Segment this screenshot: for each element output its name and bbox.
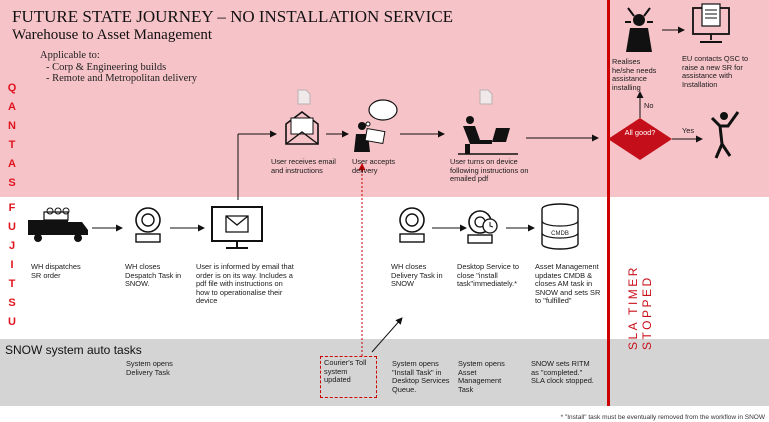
step-wh-dispatches: WH dispatches SR order xyxy=(31,262,81,280)
yes-label: Yes xyxy=(682,126,695,135)
applicable-to: Applicable to: - Corp & Engineering buil… xyxy=(40,50,197,85)
applicable-item: - Corp & Engineering builds xyxy=(46,61,167,73)
sla-timer-label: SLA TIMER STOPPED xyxy=(626,265,654,350)
snow-lane-label: SNOW system auto tasks xyxy=(5,343,142,357)
step-desktop-service: Desktop Service to close "install task"i… xyxy=(457,262,520,289)
step-user-informed: User is informed by email that order is … xyxy=(196,262,294,306)
person-laptop-icon xyxy=(458,116,518,155)
step-accepts-delivery: User accepts delivery xyxy=(352,157,396,175)
lane-letter: A xyxy=(8,158,16,170)
snow-lane xyxy=(0,339,769,406)
lane-letter: S xyxy=(8,177,16,189)
email-monitor-icon xyxy=(211,206,263,249)
cmdb-label: CMDB xyxy=(551,231,569,237)
lane-letter: S xyxy=(8,297,16,309)
lane-letter: Q xyxy=(7,82,17,94)
person-thinking-icon xyxy=(354,99,398,152)
step-turns-on-device: User turns on device following instructi… xyxy=(450,157,529,184)
lane-letter: T xyxy=(8,139,16,151)
snow-sets-ritm: SNOW sets RITM as "completed." SLA clock… xyxy=(531,359,594,386)
database-icon xyxy=(541,203,579,250)
step-wh-closes-delivery: WH closes Delivery Task in SNOW xyxy=(391,262,443,289)
decision-diamond xyxy=(608,118,672,160)
pdf-document-icon xyxy=(297,89,311,105)
decision-label: All good? xyxy=(624,128,656,137)
snow-opens-install: System opens "Install Task" in Desktop S… xyxy=(392,359,450,394)
courier-box: Courier's Toll system updated xyxy=(320,356,377,398)
lane-letter: U xyxy=(8,316,16,328)
step-asset-management: Asset Management updates CMDB & closes A… xyxy=(535,262,601,306)
lane-letter: A xyxy=(8,101,16,113)
lane-letter: U xyxy=(8,221,16,233)
step-realises-assistance: Realises he/she needs assistance install… xyxy=(612,57,657,92)
step-wh-closes-despatch: WH closes Despatch Task in SNOW. xyxy=(125,262,182,289)
lane-letter: F xyxy=(8,202,16,214)
pdf-document-icon xyxy=(479,89,493,105)
webcam-clock-icon xyxy=(467,210,498,244)
snow-courier-updated: Courier's Toll system updated xyxy=(324,358,367,385)
webcam-icon xyxy=(399,207,425,243)
lane-letter: T xyxy=(8,278,16,290)
snow-opens-am: System opens Asset Management Task xyxy=(458,359,505,394)
lane-letter: I xyxy=(10,259,14,271)
step-eu-contacts-qsc: EU contacts QSC to raise a new SR for as… xyxy=(682,54,749,89)
webcam-icon xyxy=(135,207,161,243)
diagram-title: FUTURE STATE JOURNEY – NO INSTALLATION S… xyxy=(12,7,454,26)
computer-form-icon xyxy=(692,3,730,43)
fujitsu-lane xyxy=(0,197,769,339)
lane-letter: J xyxy=(8,240,16,252)
footnote: * "Install" task must be eventually remo… xyxy=(560,414,765,421)
frustrated-person-icon xyxy=(625,7,653,52)
applicable-item: - Remote and Metropolitan delivery xyxy=(46,73,198,84)
applicable-heading: Applicable to: xyxy=(40,50,100,61)
lane-letter: N xyxy=(8,120,16,132)
happy-person-icon xyxy=(710,111,740,159)
diagram-subtitle: Warehouse to Asset Management xyxy=(12,27,212,43)
sla-boundary-line xyxy=(607,0,610,406)
snow-opens-delivery: System opens Delivery Task xyxy=(126,359,173,377)
no-label: No xyxy=(644,101,654,110)
envelope-icon xyxy=(285,111,319,145)
step-receives-email: User receives email and instructions xyxy=(271,157,336,175)
truck-icon xyxy=(28,207,88,242)
